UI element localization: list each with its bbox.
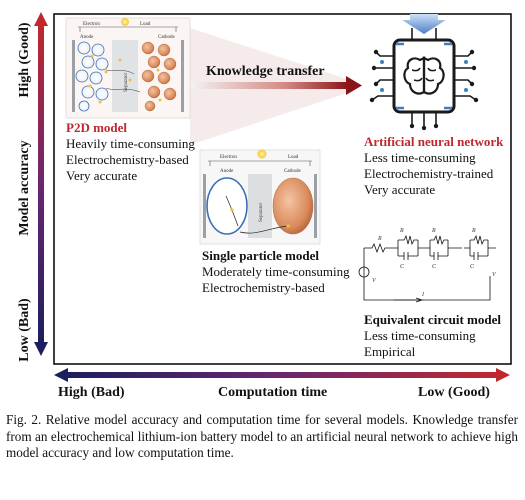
svg-text:Load: Load	[288, 155, 299, 160]
figure-caption: Fig. 2. Relative model accuracy and comp…	[6, 412, 518, 460]
p2d-line-3: Very accurate	[66, 168, 138, 183]
svg-text:Electron: Electron	[83, 22, 100, 27]
knowledge-transfer-label: Knowledge transfer	[206, 64, 325, 79]
svg-text:C: C	[432, 264, 437, 270]
spm-title: Single particle model	[202, 248, 319, 263]
svg-text:Separator: Separator	[259, 203, 264, 222]
x-axis-arrow	[54, 368, 510, 382]
p2d-title: P2D model	[66, 120, 128, 135]
svg-text:Cathode: Cathode	[284, 169, 301, 174]
knowledge-transfer-arrow	[190, 28, 362, 145]
svg-text:Separator: Separator	[124, 73, 129, 92]
figure-graphics: Electron Load Anode Cathode Separator	[34, 12, 512, 382]
svg-text:C: C	[400, 264, 405, 270]
ecm-text: Equivalent circuit model Less time-consu…	[364, 312, 501, 360]
ann-text: Artificial neural network Less time-cons…	[364, 134, 503, 198]
spm-line-1: Moderately time-consuming	[202, 264, 350, 279]
spm-line-2: Electrochemistry-based	[202, 280, 325, 295]
plot-frame	[53, 13, 512, 365]
p2d-diagram: Electron Load Anode Cathode Separator	[65, 17, 191, 119]
x-left-label: High (Bad)	[58, 385, 125, 400]
spm-text: Single particle model Moderately time-co…	[202, 248, 350, 296]
svg-text:I: I	[421, 292, 425, 298]
ecm-title: Equivalent circuit model	[364, 312, 501, 327]
svg-text:R: R	[399, 228, 404, 234]
ann-line-1: Less time-consuming	[364, 150, 476, 165]
svg-text:Anode: Anode	[80, 35, 94, 40]
svg-text:R: R	[431, 228, 436, 234]
single-particle-diagram: Electron Load Anode Cathode Separator	[199, 149, 321, 245]
svg-text:C: C	[470, 264, 475, 270]
ann-line-3: Very accurate	[364, 182, 436, 197]
equivalent-circuit-diagram	[358, 234, 496, 303]
x-right-label: Low (Good)	[418, 385, 490, 400]
brain-network-diagram	[369, 14, 479, 131]
svg-text:R: R	[377, 236, 382, 242]
svg-text:V: V	[492, 272, 497, 278]
p2d-text: P2D model Heavily time-consuming Electro…	[66, 120, 195, 184]
svg-text:Cathode: Cathode	[158, 35, 175, 40]
p2d-line-2: Electrochemistry-based	[66, 152, 189, 167]
y-high-label: High (Good)	[17, 22, 32, 98]
svg-text:Load: Load	[140, 22, 151, 27]
y-axis-arrow	[34, 12, 48, 356]
ann-title: Artificial neural network	[364, 134, 504, 149]
p2d-line-1: Heavily time-consuming	[66, 136, 195, 151]
y-axis-title: Model accuracy	[17, 140, 32, 236]
svg-text:V: V	[372, 278, 377, 284]
svg-text:R: R	[471, 228, 476, 234]
svg-text:Electron: Electron	[220, 155, 237, 160]
svg-text:Anode: Anode	[220, 169, 234, 174]
y-low-label: Low (Bad)	[17, 298, 32, 362]
ecm-line-1: Less time-consuming	[364, 328, 476, 343]
ann-line-2: Electrochemistry-trained	[364, 166, 494, 181]
equivalent-circuit-labels: R R R R C C C V V I	[372, 228, 497, 298]
x-axis-title: Computation time	[218, 385, 328, 400]
ecm-line-2: Empirical	[364, 344, 416, 359]
